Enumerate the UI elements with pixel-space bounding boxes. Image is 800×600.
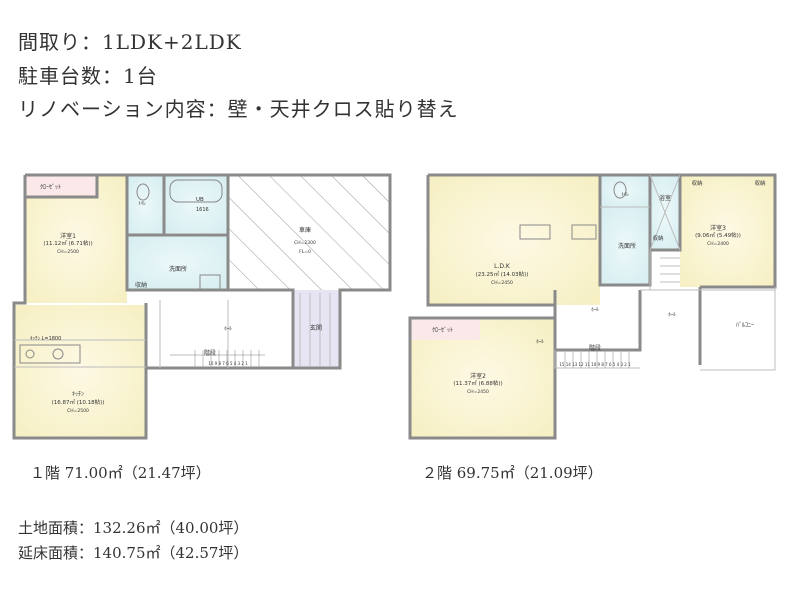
f1-kitchen-area: (16.87㎡ (10.18帖)) <box>52 398 105 406</box>
f2-hall3-label: ﾎｰﾙ <box>536 339 544 345</box>
parking-text: 駐車台数：1台 <box>18 64 158 88</box>
f2-walls <box>408 173 777 440</box>
f2-bath-label: 浴室 <box>659 194 671 202</box>
f2-western3-ch: CH=2400 <box>707 241 729 247</box>
f1-ub-fill <box>164 175 228 233</box>
f1-garage-label: 車庫 <box>299 226 311 234</box>
f1-kitchen-unit: ｷｯﾁﾝ L=1800 <box>30 336 61 342</box>
land-area-text: 土地面積：132.26㎡（40.00坪） <box>18 519 249 537</box>
f2-storage2-label: 収納 <box>754 179 766 187</box>
f2-closet-fill <box>410 318 480 340</box>
f1-entrance-label: 玄関 <box>310 324 322 332</box>
f1-western1-area: (11.12㎡ (6.71帖)) <box>43 239 92 247</box>
f2-wash-fill <box>600 207 650 285</box>
f2-ldk-fill <box>428 175 600 305</box>
f1-closet-label: ｸﾛｰｾﾞｯﾄ <box>40 184 61 191</box>
f2-cooktop <box>571 224 597 240</box>
f1-washer <box>199 274 221 290</box>
f2-western2-area: (11.37㎡ (6.88帖)) <box>453 379 502 387</box>
floor2-plan: L.D.K (23.25㎡ (14.03帖)) CH=2450 ﾄｲﾚ 浴室 洗… <box>408 173 777 440</box>
f1-western1-ch: CH=2500 <box>57 249 79 255</box>
floor-area-text: 延床面積：140.75㎡（42.57坪） <box>18 544 249 562</box>
f2-western3-fill <box>680 175 775 287</box>
f1-western1-label: 洋室1 <box>60 232 76 240</box>
f1-toilet-label: ﾄｲﾚ <box>138 201 146 207</box>
f1-garage-fill <box>228 175 390 290</box>
f2-toilet-label: ﾄｲﾚ <box>621 192 629 198</box>
floor1-caption: １階 71.00㎡（21.47坪） <box>30 464 211 482</box>
f2-ldk-ch: CH=2450 <box>491 280 513 286</box>
f2-wash-label: 洗面所 <box>618 242 636 250</box>
f1-stairs-label: 階段 <box>204 349 216 357</box>
f2-stair-numbers: 15 14 13 12 11 10 9 8 7 6 5 4 3 2 1 <box>559 362 631 367</box>
f2-toilet-fill <box>600 175 650 207</box>
f1-closet-fill <box>25 175 97 197</box>
f2-balcony-label: ﾊﾞﾙｺﾆｰ <box>736 322 754 329</box>
f2-stairs-label: 階段 <box>589 344 601 352</box>
layout-text: 間取り：1LDK+2LDK <box>18 30 242 54</box>
f1-ub-label: UB <box>196 197 204 203</box>
f1-kitchen-counter <box>19 344 81 364</box>
f1-storage-label: 収納 <box>135 281 147 289</box>
f1-ub-size: 1616 <box>196 207 209 213</box>
f1-wash-label: 洗面所 <box>169 265 187 273</box>
f2-closet-label: ｸﾛｰｾﾞｯﾄ <box>432 327 453 334</box>
f2-thin-lines <box>554 174 776 371</box>
f1-garage-fl: FL=0 <box>299 249 311 255</box>
f2-ldk-area: (23.25㎡ (14.03帖)) <box>476 270 529 278</box>
f2-ldk-label: L.D.K <box>494 263 511 270</box>
f1-walls <box>12 173 392 440</box>
f1-hall-label: ﾎｰﾙ <box>224 326 232 332</box>
f2-western2-ch: CH=2450 <box>467 389 489 395</box>
f1-stair-numbers: 10 9 8 7 6 5 4 3 2 1 <box>208 361 248 366</box>
f2-storage1-label: 収納 <box>691 179 703 187</box>
f2-kitchen-sink <box>519 224 551 240</box>
f1-kitchen-label: ｷｯﾁﾝ <box>72 391 84 398</box>
f1-bathtub <box>169 179 223 203</box>
f2-western3-area: (9.06㎡ (5.49帖)) <box>695 231 741 239</box>
f1-thin-lines <box>14 293 331 368</box>
f2-hall2-label: ﾎｰﾙ <box>668 312 676 318</box>
f1-kitchen-ch: CH=2500 <box>67 408 89 414</box>
renovation-text: リノベーション内容：壁・天井クロス貼り替え <box>18 97 459 121</box>
f2-western2-label: 洋室2 <box>470 372 486 380</box>
floor2-caption: ２階 69.75㎡（21.09坪） <box>422 464 603 482</box>
f2-hall1-label: ﾎｰﾙ <box>591 307 599 313</box>
floor1-plan: ｸﾛｰｾﾞｯﾄ 洋室1 (11.12㎡ (6.71帖)) CH=2500 ﾄｲﾚ… <box>12 173 392 440</box>
f1-entrance-fill <box>293 290 340 368</box>
f2-toilet-bowl <box>613 181 627 199</box>
f1-toilet-bowl <box>136 183 150 201</box>
f1-kitchen-fill <box>14 305 146 438</box>
f1-garage-ch: CH=2300 <box>294 240 316 246</box>
f2-storage3-label: 収納 <box>652 234 664 242</box>
f2-western3-label: 洋室3 <box>710 224 726 232</box>
f1-wash-fill <box>127 235 228 290</box>
